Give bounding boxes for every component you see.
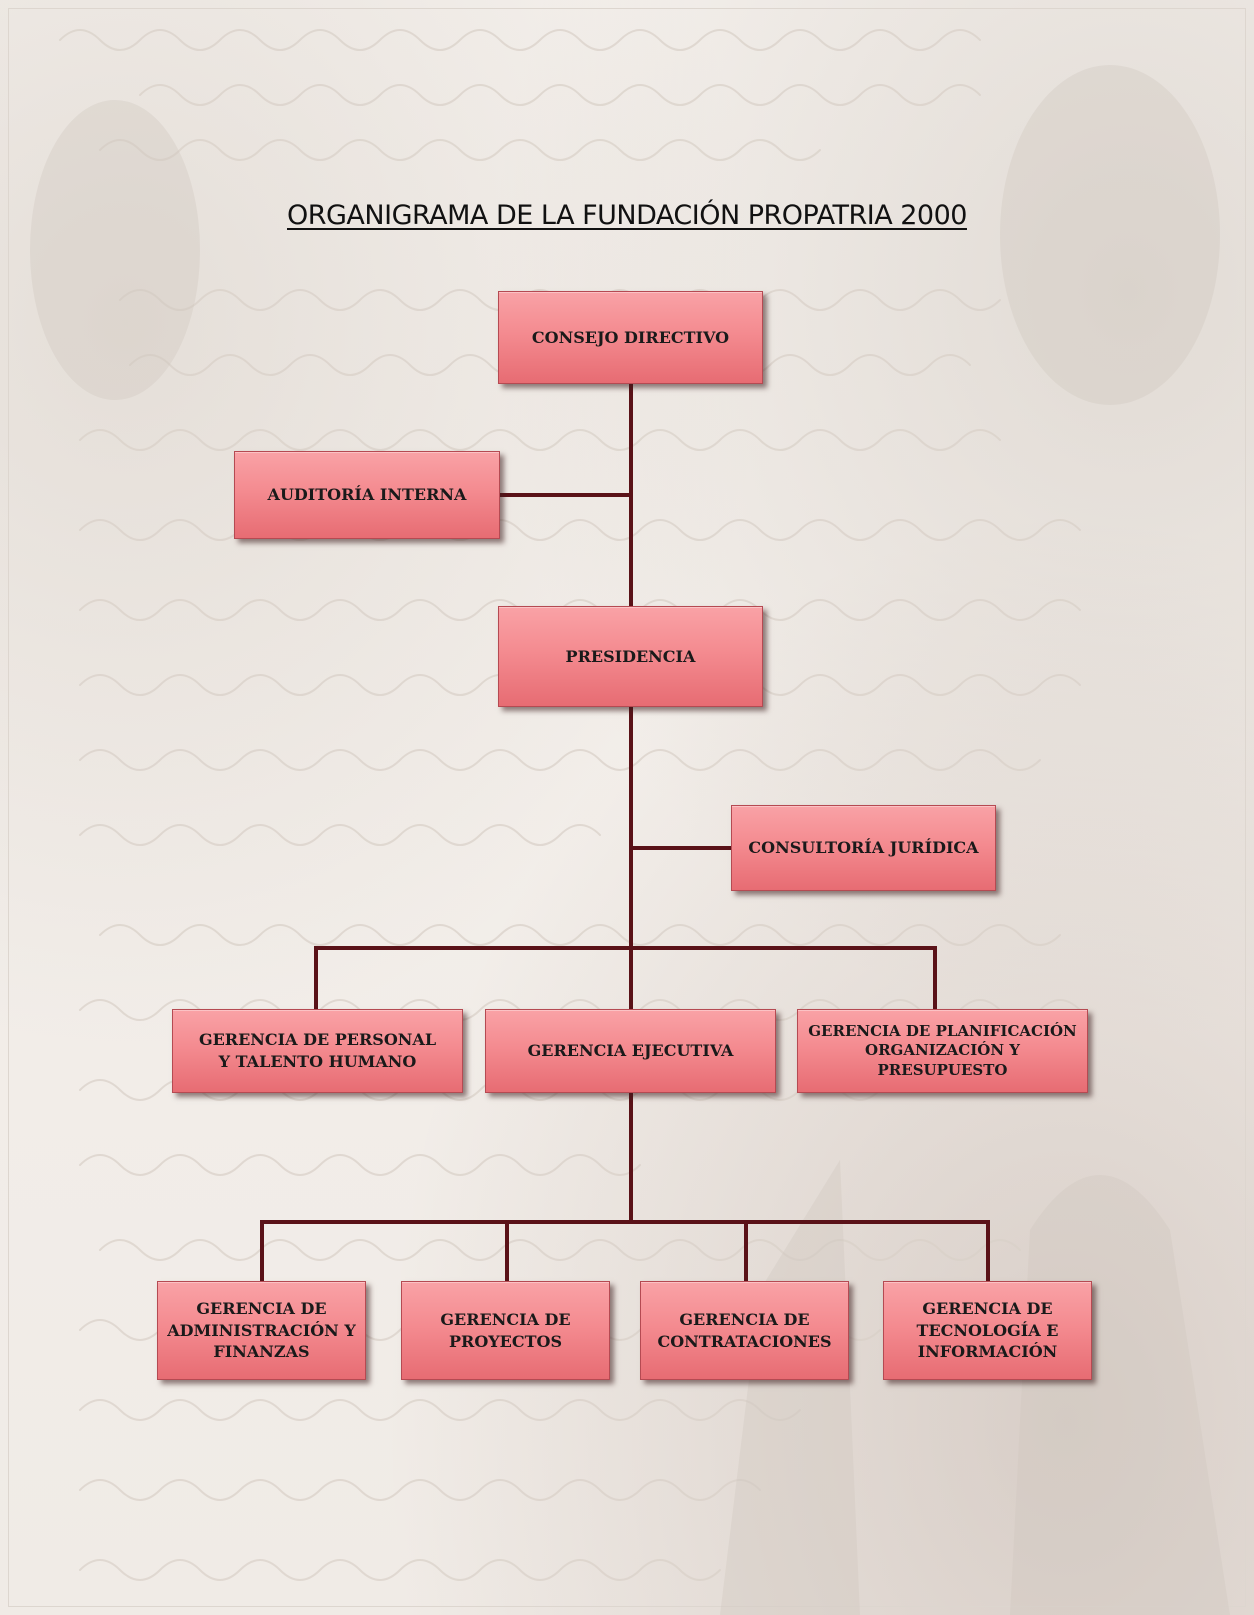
node-gerencia-contrataciones: GERENCIA DE CONTRATACIONES <box>640 1281 849 1380</box>
node-gerencia-personal: GERENCIA DE PERSONAL Y TALENTO HUMANO <box>172 1009 463 1093</box>
node-gerencia-planificacion: GERENCIA DE PLANIFICACIÓN ORGANIZACIÓN Y… <box>797 1009 1088 1093</box>
page-border <box>8 8 1246 1607</box>
node-auditoria-interna: AUDITORÍA INTERNA <box>234 451 500 539</box>
page-title: ORGANIGRAMA DE LA FUNDACIÓN PROPATRIA 20… <box>287 200 967 231</box>
node-consultoria-juridica: CONSULTORÍA JURÍDICA <box>731 805 996 891</box>
node-gerencia-administracion: GERENCIA DE ADMINISTRACIÓN Y FINANZAS <box>157 1281 366 1380</box>
node-gerencia-ejecutiva: GERENCIA EJECUTIVA <box>485 1009 776 1093</box>
node-consejo-directivo: CONSEJO DIRECTIVO <box>498 291 763 384</box>
node-gerencia-proyectos: GERENCIA DE PROYECTOS <box>401 1281 610 1380</box>
node-presidencia: PRESIDENCIA <box>498 606 763 707</box>
node-gerencia-tecnologia: GERENCIA DE TECNOLOGÍA E INFORMACIÓN <box>883 1281 1092 1380</box>
